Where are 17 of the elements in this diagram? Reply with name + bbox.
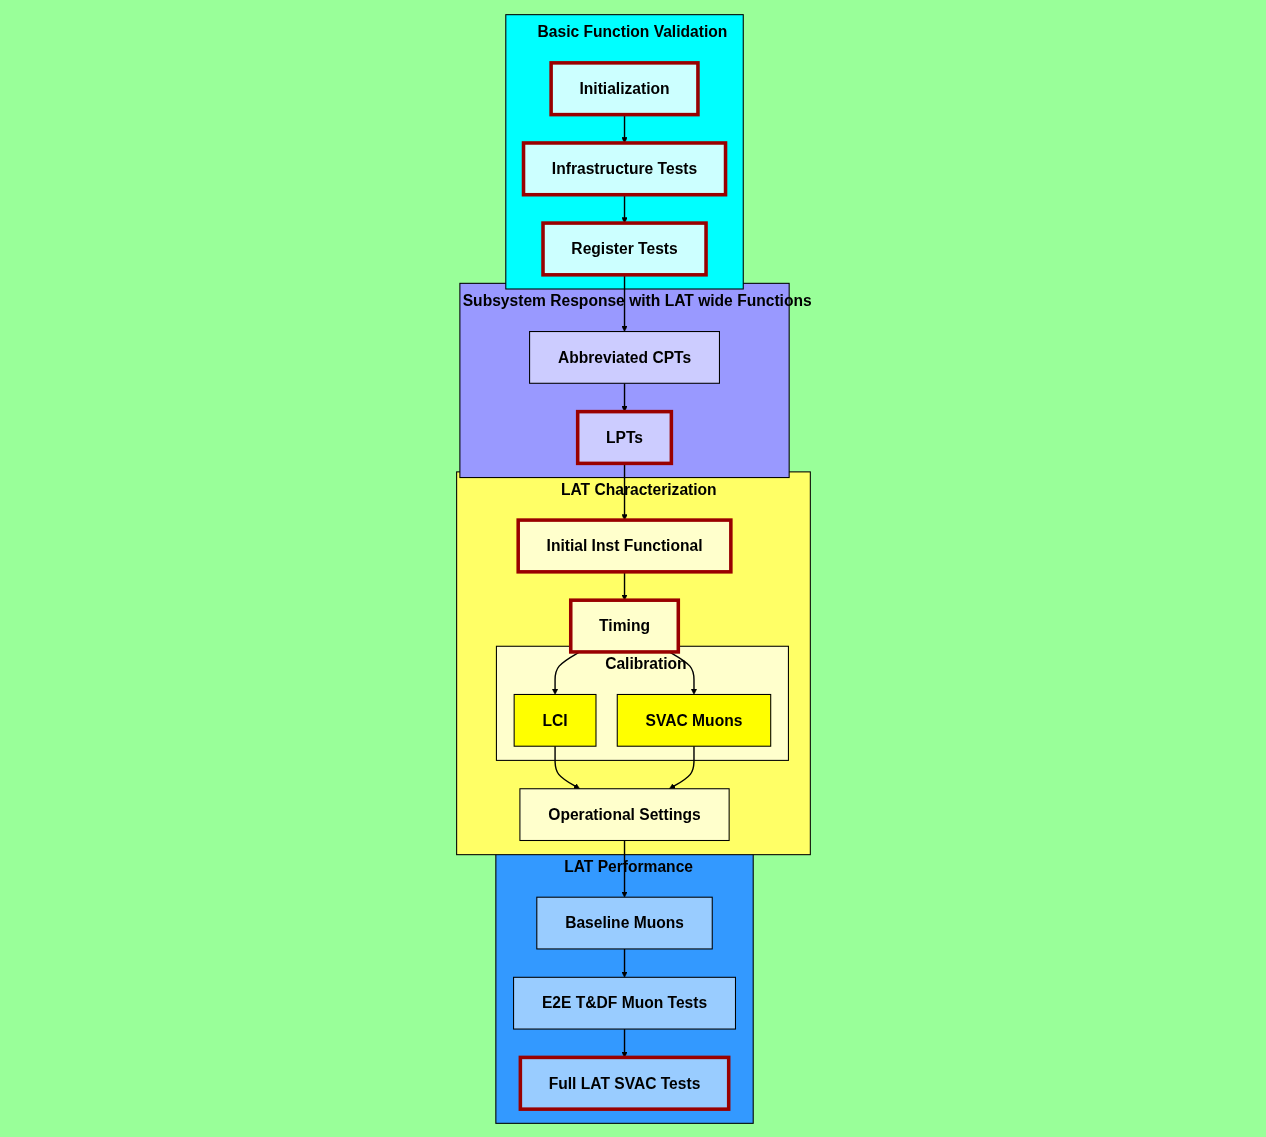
node-box: Timing [568,597,680,654]
node-box: Abbreviated CPTs [528,330,720,384]
arrow [668,745,695,789]
node-box: E2E T&DF Muon Tests [512,976,736,1030]
node-box: Full LAT SVAC Tests [518,1055,730,1111]
node-box: LPTs [575,409,673,465]
node-box: Initialization [548,60,700,116]
node-box: Infrastructure Tests [521,140,727,196]
arrow [620,947,628,978]
node-box: SVAC Muons [616,693,771,747]
node-box: Operational Settings [518,787,730,841]
arrow [553,745,580,789]
node-box: LCI [513,693,597,747]
node-box: Initial Inst Functional [515,517,733,574]
arrow [620,382,628,412]
node-box: Baseline Muons [535,896,713,949]
node-box: Register Tests [540,220,708,277]
